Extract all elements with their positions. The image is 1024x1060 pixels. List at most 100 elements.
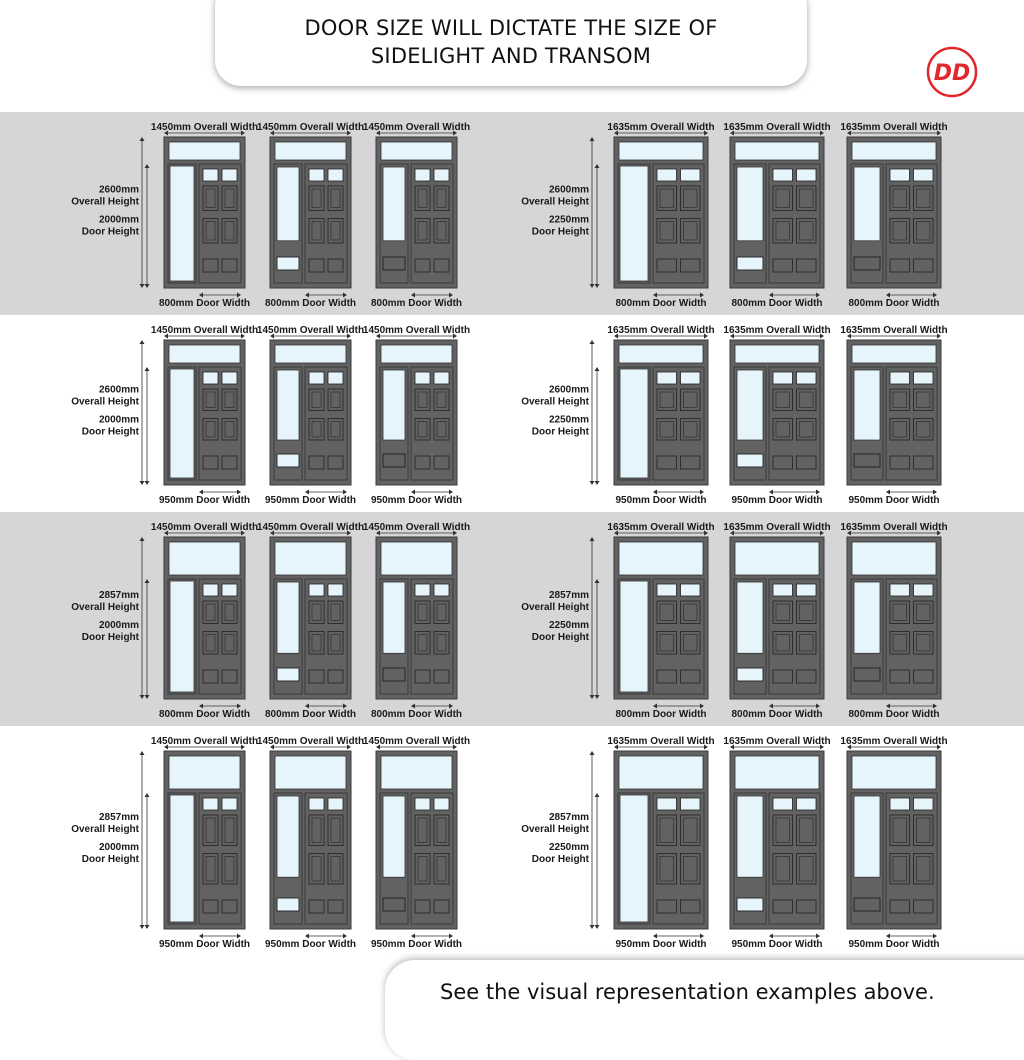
door-panel [772, 388, 793, 411]
door-panel [796, 418, 817, 441]
door-unit [269, 750, 352, 930]
door-panel-inner [205, 603, 216, 621]
transom-glass [618, 141, 704, 161]
door-panel-inner [892, 856, 907, 882]
door-unit [729, 136, 825, 289]
transom-glass [618, 541, 704, 576]
door-panel [202, 418, 219, 441]
door-width-label: 800mm Door Width [615, 709, 706, 720]
sidelight-glass [169, 794, 195, 923]
door-panel-inner [683, 391, 698, 408]
door-panel-inner [659, 856, 674, 882]
door-panel [656, 185, 677, 211]
door-panel [913, 418, 934, 441]
overall-height-value: 2857mm [99, 590, 139, 601]
overall-width-label: 1450mm Overall Width [151, 325, 258, 336]
logo-text: DD [934, 61, 971, 86]
door-height-value: 2000mm [99, 842, 139, 853]
transom-glass [168, 541, 241, 576]
sidelight-glass [736, 795, 764, 878]
door-panel-inner [659, 634, 674, 652]
door-glass-light [433, 583, 450, 597]
door-bottom-panel [680, 455, 701, 470]
door-unit [729, 536, 825, 700]
door-panel-inner [892, 603, 907, 621]
door-glass-light [680, 797, 701, 811]
door-panel [414, 388, 431, 411]
door-bottom-panel [796, 669, 817, 684]
door-glass-light [656, 168, 677, 182]
sidelight-glass [276, 581, 300, 654]
door-panel-inner [330, 391, 341, 408]
door-panel [680, 418, 701, 441]
door-unit [729, 339, 825, 486]
door-panel [433, 853, 450, 885]
door-bottom-panel [889, 669, 910, 684]
door-panel [680, 218, 701, 244]
door-panel [680, 853, 701, 885]
door-width-label: 800mm Door Width [731, 709, 822, 720]
door-width-label: 950mm Door Width [731, 939, 822, 950]
door-leaf [885, 163, 938, 284]
door-panel-inner [311, 817, 322, 843]
door-panel-inner [311, 634, 322, 652]
door-bottom-panel [308, 899, 325, 914]
overall-width-label: 1635mm Overall Width [607, 122, 714, 133]
door-width-label: 800mm Door Width [615, 298, 706, 309]
transom-glass [380, 141, 453, 161]
overall-width-label: 1635mm Overall Width [607, 736, 714, 747]
sidelight-glass [736, 581, 764, 654]
footer-card: See the visual representation examples a… [385, 960, 1024, 1060]
door-panel [308, 388, 325, 411]
door-panel-inner [330, 188, 341, 208]
door-glass-light [433, 797, 450, 811]
transom-glass [168, 141, 241, 161]
transom-glass [734, 541, 820, 576]
sidelight-glass [619, 368, 649, 479]
sidelight-glass [619, 165, 649, 282]
door-leaf [768, 366, 821, 481]
door-bottom-panel [414, 669, 431, 684]
door-width-label: 800mm Door Width [265, 298, 356, 309]
door-bottom-panel [656, 258, 677, 273]
door-panel-inner [436, 391, 447, 408]
overall-height-label: Overall Height [521, 397, 589, 408]
door-width-label: 950mm Door Width [371, 939, 462, 950]
door-panel-inner [224, 221, 235, 241]
transom-glass [851, 141, 937, 161]
door-width-label: 800mm Door Width [848, 298, 939, 309]
door-panel-inner [799, 634, 814, 652]
door-panel [772, 185, 793, 211]
door-leaf [410, 163, 454, 284]
door-unit [846, 339, 942, 486]
door-unit [269, 136, 352, 289]
door-leaf [304, 163, 348, 284]
door-panel [913, 388, 934, 411]
door-panel-inner [892, 221, 907, 241]
door-unit [613, 536, 709, 700]
door-bottom-panel [221, 899, 238, 914]
door-glass-light [680, 371, 701, 385]
door-panel-inner [311, 391, 322, 408]
door-glass-light [414, 797, 431, 811]
door-panel-inner [799, 603, 814, 621]
door-panel-inner [799, 856, 814, 882]
door-bottom-panel [414, 455, 431, 470]
door-panel-inner [916, 634, 931, 652]
door-panel [796, 218, 817, 244]
overall-width-label: 1635mm Overall Width [607, 522, 714, 533]
door-panel [913, 600, 934, 624]
door-panel-inner [916, 421, 931, 438]
door-panel [889, 185, 910, 211]
door-height-label: Door Height [82, 854, 140, 865]
door-width-label: 800mm Door Width [848, 709, 939, 720]
door-leaf [768, 792, 821, 925]
door-bottom-panel [680, 258, 701, 273]
door-glass-light [327, 797, 344, 811]
door-glass-light [913, 168, 934, 182]
door-bottom-panel [772, 669, 793, 684]
door-bottom-panel [772, 258, 793, 273]
door-panel-inner [436, 817, 447, 843]
door-glass-light [913, 797, 934, 811]
door-panel [327, 600, 344, 624]
